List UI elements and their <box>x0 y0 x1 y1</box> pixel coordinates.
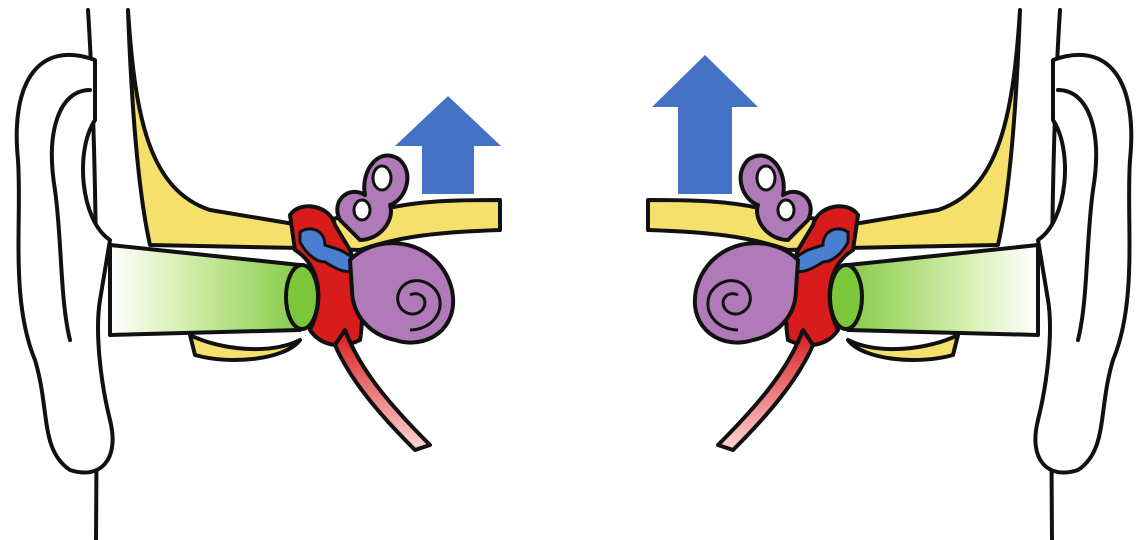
temporal-bone-lower <box>190 335 300 360</box>
eustachian-tube <box>718 330 813 450</box>
ear-canal <box>833 245 1038 335</box>
eustachian-tube <box>335 330 430 450</box>
right-ear-cross-section <box>574 0 1148 540</box>
pinna <box>1035 55 1131 473</box>
left-ear-cross-section <box>0 0 574 540</box>
up-arrow-icon <box>395 96 501 194</box>
pinna <box>17 55 113 473</box>
temporal-bone-lower <box>848 335 958 360</box>
ear-canal <box>110 245 315 335</box>
